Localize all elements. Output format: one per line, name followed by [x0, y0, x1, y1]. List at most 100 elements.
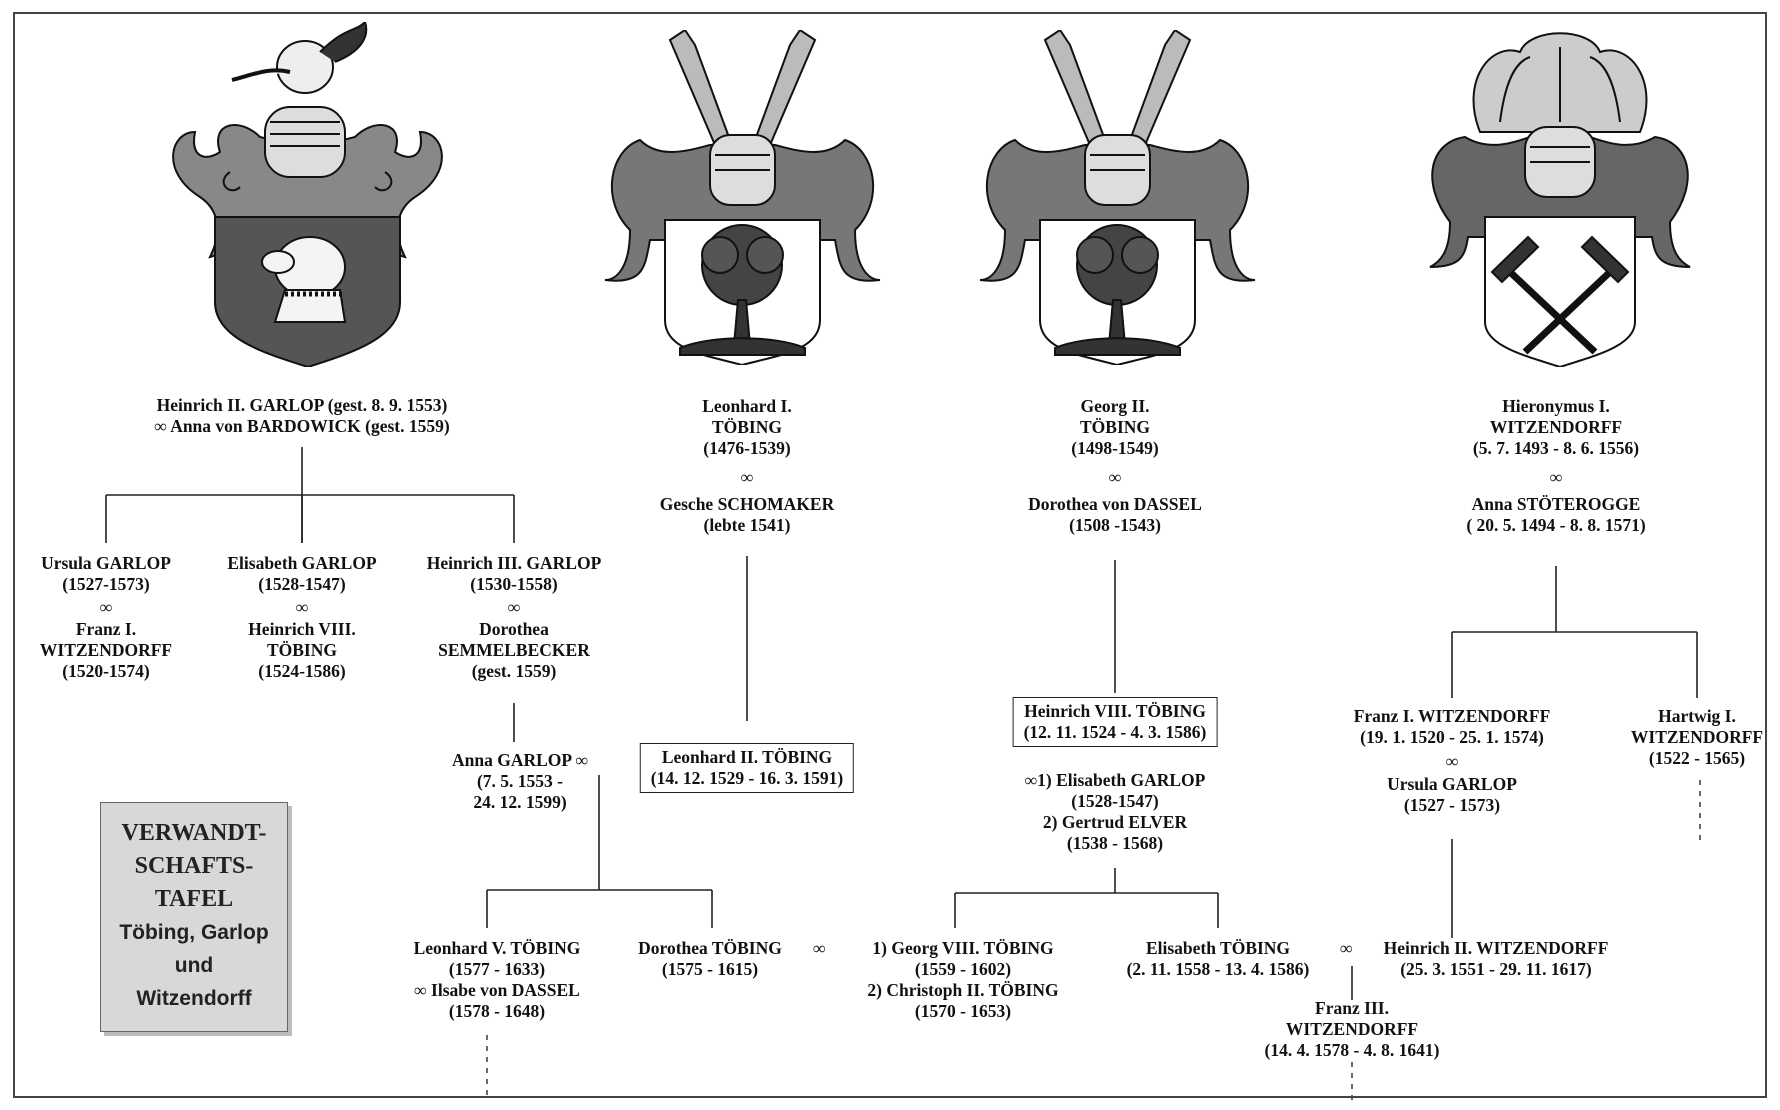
person-line: WITZENDORFF [1265, 1019, 1440, 1040]
person-heinrich3-garlop: Heinrich III. GARLOP (1530-1558) ∞ Dorot… [427, 553, 602, 682]
toebing-coat-of-arms [975, 30, 1260, 365]
person-line: 2) Gertrud ELVER [1025, 812, 1206, 833]
person-line: (1520-1574) [40, 661, 172, 682]
marriage-symbol: ∞ [154, 416, 166, 436]
person-line: (1498-1549) [1028, 438, 1202, 459]
person-line: (1575 - 1615) [638, 959, 782, 980]
person-line: (1522 - 1565) [1631, 748, 1763, 769]
person-heinrich2-witzendorff: Heinrich II. WITZENDORFF (25. 3. 1551 - … [1384, 938, 1609, 980]
person-line: SEMMELBECKER [427, 640, 602, 661]
person-line: Heinrich VIII. [227, 619, 376, 640]
person-line: Elisabeth TÖBING [1127, 938, 1310, 959]
person-line: Dorothea [427, 619, 602, 640]
person-line: TÖBING [227, 640, 376, 661]
person-georg2-toebing: Georg II. TÖBING (1498-1549) ∞ Dorothea … [1028, 396, 1202, 536]
witzendorff-coat-of-arms [1420, 22, 1700, 367]
person-leonhard1-toebing: Leonhard I. TÖBING (1476-1539) ∞ Gesche … [660, 396, 835, 536]
person-line: Franz I. [40, 619, 172, 640]
person-line: Leonhard II. TÖBING [651, 747, 843, 768]
person-elisabeth-garlop: Elisabeth GARLOP (1528-1547) ∞ Heinrich … [227, 553, 376, 682]
person-anna-garlop: Anna GARLOP ∞ (7. 5. 1553 - 24. 12. 1599… [452, 750, 588, 813]
person-line: (1527-1573) [40, 574, 172, 595]
person-leonhard2-toebing-highlighted: Leonhard II. TÖBING (14. 12. 1529 - 16. … [640, 743, 854, 793]
person-line: Ursula GARLOP [40, 553, 172, 574]
marriage-symbol: ∞ [1466, 467, 1645, 488]
person-line: Franz III. [1265, 998, 1440, 1019]
person-line: (14. 4. 1578 - 4. 8. 1641) [1265, 1040, 1440, 1061]
toebing-coat-of-arms [600, 30, 885, 365]
person-line: ∞1) Elisabeth GARLOP [1025, 770, 1206, 791]
person-line: (gest. 1559) [427, 661, 602, 682]
marriage-symbol: ∞ [40, 597, 172, 618]
person-hartwig-witzendorff: Hartwig I. WITZENDORFF (1522 - 1565) [1631, 706, 1763, 769]
person-line: WITZENDORFF [40, 640, 172, 661]
person-line: Heinrich II. GARLOP (gest. 8. 9. 1553) [154, 395, 449, 416]
marriage-symbol: ∞ [660, 467, 835, 488]
marriage-symbol: ∞ [414, 980, 426, 1000]
person-hieronymus-witzendorff: Hieronymus I. WITZENDORFF (5. 7. 1493 - … [1466, 396, 1645, 536]
marriage-symbol: ∞ [227, 597, 376, 618]
title-line: SCHAFTS- [101, 850, 287, 883]
person-line: (25. 3. 1551 - 29. 11. 1617) [1384, 959, 1609, 980]
person-line: (1508 -1543) [1028, 515, 1202, 536]
person-line: (19. 1. 1520 - 25. 1. 1574) [1354, 727, 1551, 748]
person-line: Elisabeth GARLOP [227, 553, 376, 574]
person-line: Leonhard V. TÖBING [414, 938, 581, 959]
spouse-name: 1) Elisabeth GARLOP [1037, 770, 1205, 790]
person-line: Dorothea von DASSEL [1028, 494, 1202, 515]
title-line: TAFEL [101, 883, 287, 916]
person-line: Anna GARLOP ∞ [452, 750, 588, 771]
person-line: Georg II. [1028, 396, 1202, 417]
person-franz1-witzendorff: Franz I. WITZENDORFF (19. 1. 1520 - 25. … [1354, 706, 1551, 816]
person-elisabeth-toebing: Elisabeth TÖBING (2. 11. 1558 - 13. 4. 1… [1127, 938, 1310, 980]
person-line: ( 20. 5. 1494 - 8. 8. 1571) [1466, 515, 1645, 536]
person-line: (2. 11. 1558 - 13. 4. 1586) [1127, 959, 1310, 980]
person-line: Hartwig I. [1631, 706, 1763, 727]
subtitle-line: Töbing, Garlop [101, 916, 287, 949]
person-line: Heinrich III. GARLOP [427, 553, 602, 574]
person-leonhard5-toebing: Leonhard V. TÖBING (1577 - 1633) ∞ Ilsab… [414, 938, 581, 1022]
person-line: (1578 - 1648) [414, 1001, 581, 1022]
marriage-symbol: ∞ [427, 597, 602, 618]
person-line: (1530-1558) [427, 574, 602, 595]
person-line: (1577 - 1633) [414, 959, 581, 980]
person-line: TÖBING [660, 417, 835, 438]
spouse-name: Ilsabe von DASSEL [431, 980, 580, 1000]
person-franz3-witzendorff: Franz III. WITZENDORFF (14. 4. 1578 - 4.… [1265, 998, 1440, 1061]
person-line: Gesche SCHOMAKER [660, 494, 835, 515]
person-line: 1) Georg VIII. TÖBING [867, 938, 1058, 959]
person-line: WITZENDORFF [1631, 727, 1763, 748]
person-line: Leonhard I. [660, 396, 835, 417]
person-georg8-christoph2-toebing: 1) Georg VIII. TÖBING (1559 - 1602) 2) C… [867, 938, 1058, 1022]
chart-title-box: VERWANDT- SCHAFTS- TAFEL Töbing, Garlop … [100, 802, 288, 1032]
person-line: (1528-1547) [1025, 791, 1206, 812]
person-line: WITZENDORFF [1466, 417, 1645, 438]
subtitle-line: Witzendorff [101, 982, 287, 1015]
person-dorothea-toebing: Dorothea TÖBING (1575 - 1615) [638, 938, 782, 980]
person-line: TÖBING [1028, 417, 1202, 438]
person-line: (1570 - 1653) [867, 1001, 1058, 1022]
marriage-symbol: ∞ [1340, 938, 1352, 959]
person-line: Ursula GARLOP [1354, 774, 1551, 795]
person-line: (1559 - 1602) [867, 959, 1058, 980]
person-line: (1538 - 1568) [1025, 833, 1206, 854]
person-line: (7. 5. 1553 - [452, 771, 588, 792]
person-line: Anna STÖTEROGGE [1466, 494, 1645, 515]
marriage-symbol: ∞ [813, 938, 825, 959]
garlop-coat-of-arms [160, 22, 455, 367]
person-line: (5. 7. 1493 - 8. 6. 1556) [1466, 438, 1645, 459]
title-line: VERWANDT- [101, 817, 287, 850]
person-line: Dorothea TÖBING [638, 938, 782, 959]
person-line: Hieronymus I. [1466, 396, 1645, 417]
person-line: (1527 - 1573) [1354, 795, 1551, 816]
person-line: Heinrich VIII. TÖBING [1024, 701, 1207, 722]
person-line: (12. 11. 1524 - 4. 3. 1586) [1024, 722, 1207, 743]
subtitle-line: und [101, 949, 287, 982]
marriage-symbol: ∞ [1354, 751, 1551, 772]
heinrich8-spouses: ∞1) Elisabeth GARLOP (1528-1547) 2) Gert… [1025, 770, 1206, 854]
person-line: 2) Christoph II. TÖBING [867, 980, 1058, 1001]
person-name: Anna GARLOP [452, 750, 571, 770]
spouse-name: Anna von BARDOWICK (gest. 1559) [170, 416, 450, 436]
person-line: (1476-1539) [660, 438, 835, 459]
person-line: (1528-1547) [227, 574, 376, 595]
